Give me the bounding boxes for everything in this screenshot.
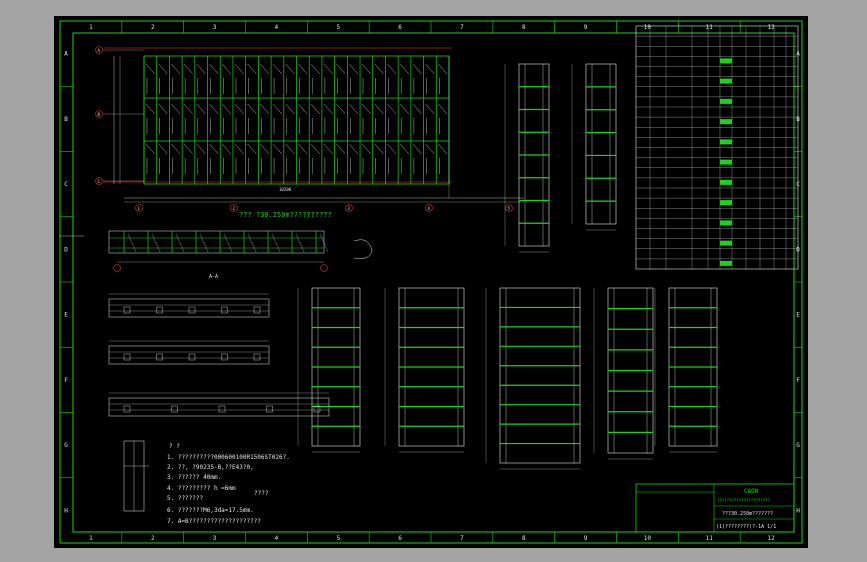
column-label-top: 4 xyxy=(275,24,279,31)
column-label-top: 8 xyxy=(522,24,526,31)
row-label-left: G xyxy=(64,442,68,449)
schedule-cell-highlight xyxy=(720,119,732,125)
note-item-4: 4. ????????? h =6mm xyxy=(167,485,236,492)
axis-label-bottom: 5 xyxy=(508,206,511,211)
note-item-2: 2. ??, ?90235-B,??E43?0, xyxy=(167,464,254,471)
schedule-cell-highlight xyxy=(720,220,732,226)
row-label-right: H xyxy=(796,507,800,514)
column-label-bottom: 2 xyxy=(151,535,155,542)
column-label-top: 11 xyxy=(706,24,714,31)
notes-heading: ? ? xyxy=(169,443,180,450)
axis-label-bottom: 4 xyxy=(428,206,431,211)
section-view: A-A xyxy=(59,230,373,280)
axis-label-left: B xyxy=(98,112,101,117)
section-label: A-A xyxy=(209,274,218,280)
note-item-5: 5. ??????? xyxy=(167,495,204,502)
axis-bubble-section xyxy=(320,264,328,272)
title-drawing-no: (1)????????)?-1A 1/1 xyxy=(716,524,776,530)
row-label-left: H xyxy=(64,507,68,514)
schedule-cell-highlight xyxy=(720,200,732,206)
general-notes: ? ? 1. ??????????000600100R1506ST026?. 2… xyxy=(167,443,290,525)
column-label-bottom: 6 xyxy=(398,535,402,542)
row-label-left: D xyxy=(64,246,68,253)
row-label-left: F xyxy=(64,377,68,384)
axis-label-bottom: 3 xyxy=(348,206,351,211)
row-label-left: C xyxy=(64,181,68,188)
column-label-bottom: 5 xyxy=(336,535,340,542)
column-label-top: 1 xyxy=(89,24,93,31)
title-company: CADN xyxy=(744,488,759,495)
plan-overall-dim: 10200 xyxy=(279,187,292,192)
column-label-bottom: 11 xyxy=(706,535,714,542)
note-item-6: 6. ???????M6,3da=17.5mm. xyxy=(167,507,254,514)
schedule-cell-highlight xyxy=(720,260,732,266)
schedule-cell-highlight xyxy=(720,58,732,64)
beam-details xyxy=(108,293,330,512)
row-label-right: G xyxy=(796,442,800,449)
plan-title: ??? ?30.250m?????????? xyxy=(239,211,332,219)
schedule-cell-highlight xyxy=(720,139,732,145)
column-label-top: 6 xyxy=(398,24,402,31)
column-label-top: 3 xyxy=(213,24,217,31)
axis-label-bottom: 2 xyxy=(233,206,236,211)
schedule-cell-highlight xyxy=(720,159,732,165)
schedule-cell-highlight xyxy=(720,179,732,185)
row-label-left: A xyxy=(64,51,68,58)
column-label-bottom: 3 xyxy=(213,535,217,542)
column-label-bottom: 12 xyxy=(767,535,775,542)
axis-bubble-bottom xyxy=(425,204,433,212)
roof-plan: ??? ?30.250m?????????? 10200 A B C 1 2 3 4 5 xyxy=(95,46,524,219)
axis-label-bottom: 1 xyxy=(138,206,141,211)
axis-bubble-bottom xyxy=(345,204,353,212)
axis-label-left: A xyxy=(98,48,101,53)
axis-label-left: C xyxy=(98,179,101,184)
column-label-top: 9 xyxy=(584,24,588,31)
title-project: ?????????????????????? xyxy=(717,498,771,503)
column-label-top: 2 xyxy=(151,24,155,31)
column-label-bottom: 8 xyxy=(522,535,526,542)
column-label-top: 5 xyxy=(336,24,340,31)
schedule-cell-highlight xyxy=(720,78,732,84)
axis-bubble-left xyxy=(95,46,103,54)
note-item-7: 7. A=B???????????????????? xyxy=(167,518,261,525)
title-block: CADN ?????????????????????? ???30.250m??… xyxy=(635,483,795,533)
axis-bubble-section xyxy=(113,264,121,272)
truss-elevations xyxy=(297,63,718,470)
row-label-left: B xyxy=(64,116,68,123)
axis-bubble-left xyxy=(95,177,103,185)
schedule-cell-highlight xyxy=(720,240,732,246)
column-label-bottom: 1 xyxy=(89,535,93,542)
axis-bubble-bottom xyxy=(505,204,513,212)
column-label-bottom: 7 xyxy=(460,535,464,542)
column-label-top: 12 xyxy=(767,24,775,31)
column-label-top: 7 xyxy=(460,24,464,31)
inner-frame xyxy=(72,32,795,533)
title-drawing-name: ???30.250m??????? xyxy=(722,511,773,517)
column-label-top: 10 xyxy=(644,24,652,31)
axis-bubble-left xyxy=(95,110,103,118)
note-item-3: 3. ?????? 40mm. xyxy=(167,474,221,481)
axis-bubble-bottom xyxy=(135,204,143,212)
row-label-right: E xyxy=(796,312,800,319)
column-label-bottom: 4 xyxy=(275,535,279,542)
row-label-left: E xyxy=(64,312,68,319)
column-label-bottom: 10 xyxy=(644,535,652,542)
axis-bubble-bottom xyxy=(230,204,238,212)
material-schedule-table xyxy=(635,25,799,270)
note-item-1: 1. ??????????000600100R1506ST026?. xyxy=(167,454,290,461)
note-side-label: ???? xyxy=(254,490,269,497)
schedule-cell-highlight xyxy=(720,98,732,104)
row-label-right: F xyxy=(796,377,800,384)
column-label-bottom: 9 xyxy=(584,535,588,542)
